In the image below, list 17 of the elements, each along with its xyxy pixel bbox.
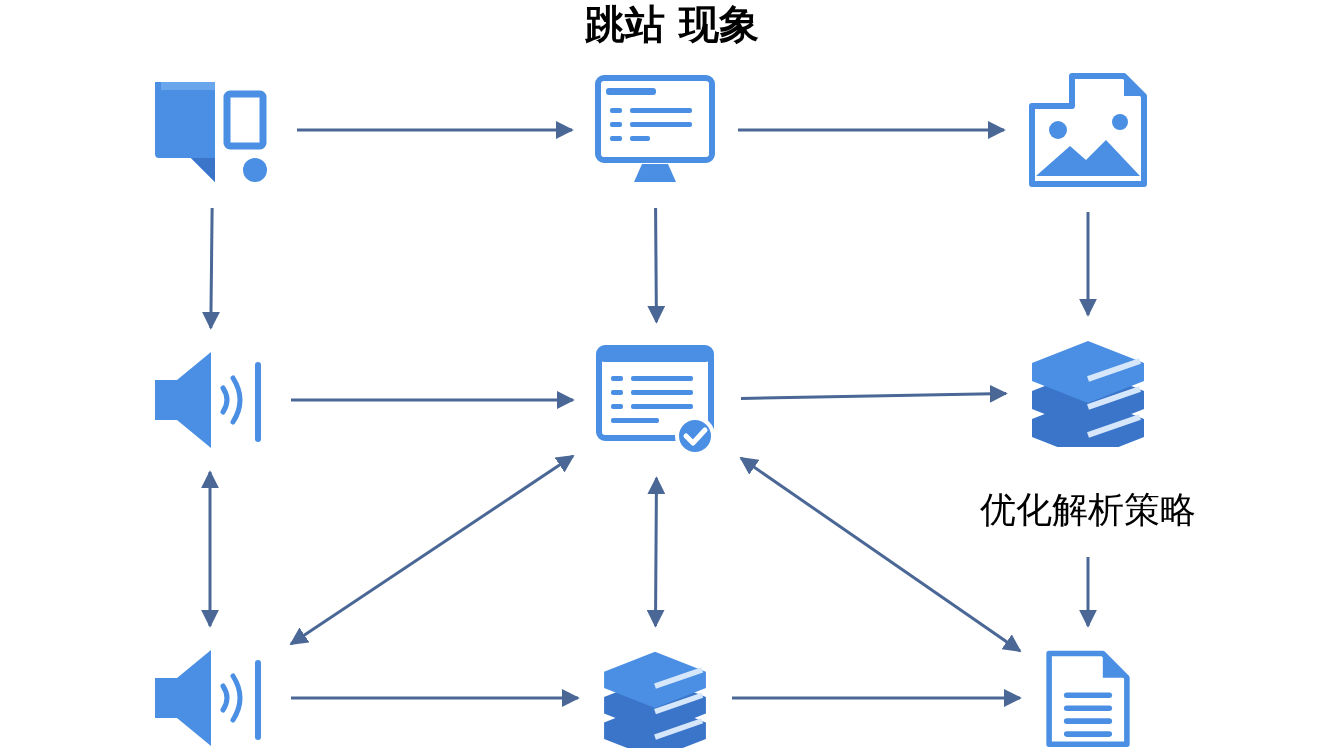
arrow xyxy=(289,454,575,646)
arrow xyxy=(739,456,1022,653)
arrow xyxy=(1079,557,1097,628)
arrow xyxy=(646,476,666,628)
arrow xyxy=(647,208,666,324)
arrow xyxy=(202,208,220,330)
title: 跳站 现象 xyxy=(585,0,759,48)
arrow xyxy=(1079,212,1097,317)
arrow xyxy=(201,470,219,628)
arrow xyxy=(738,121,1006,139)
step-label: 优化解析策略 xyxy=(943,485,1233,535)
arrow xyxy=(732,689,1022,707)
image-file-icon xyxy=(1026,70,1150,190)
arrow xyxy=(740,384,1008,403)
arrow xyxy=(297,121,574,139)
arrow xyxy=(291,391,575,409)
arrow xyxy=(291,689,580,707)
